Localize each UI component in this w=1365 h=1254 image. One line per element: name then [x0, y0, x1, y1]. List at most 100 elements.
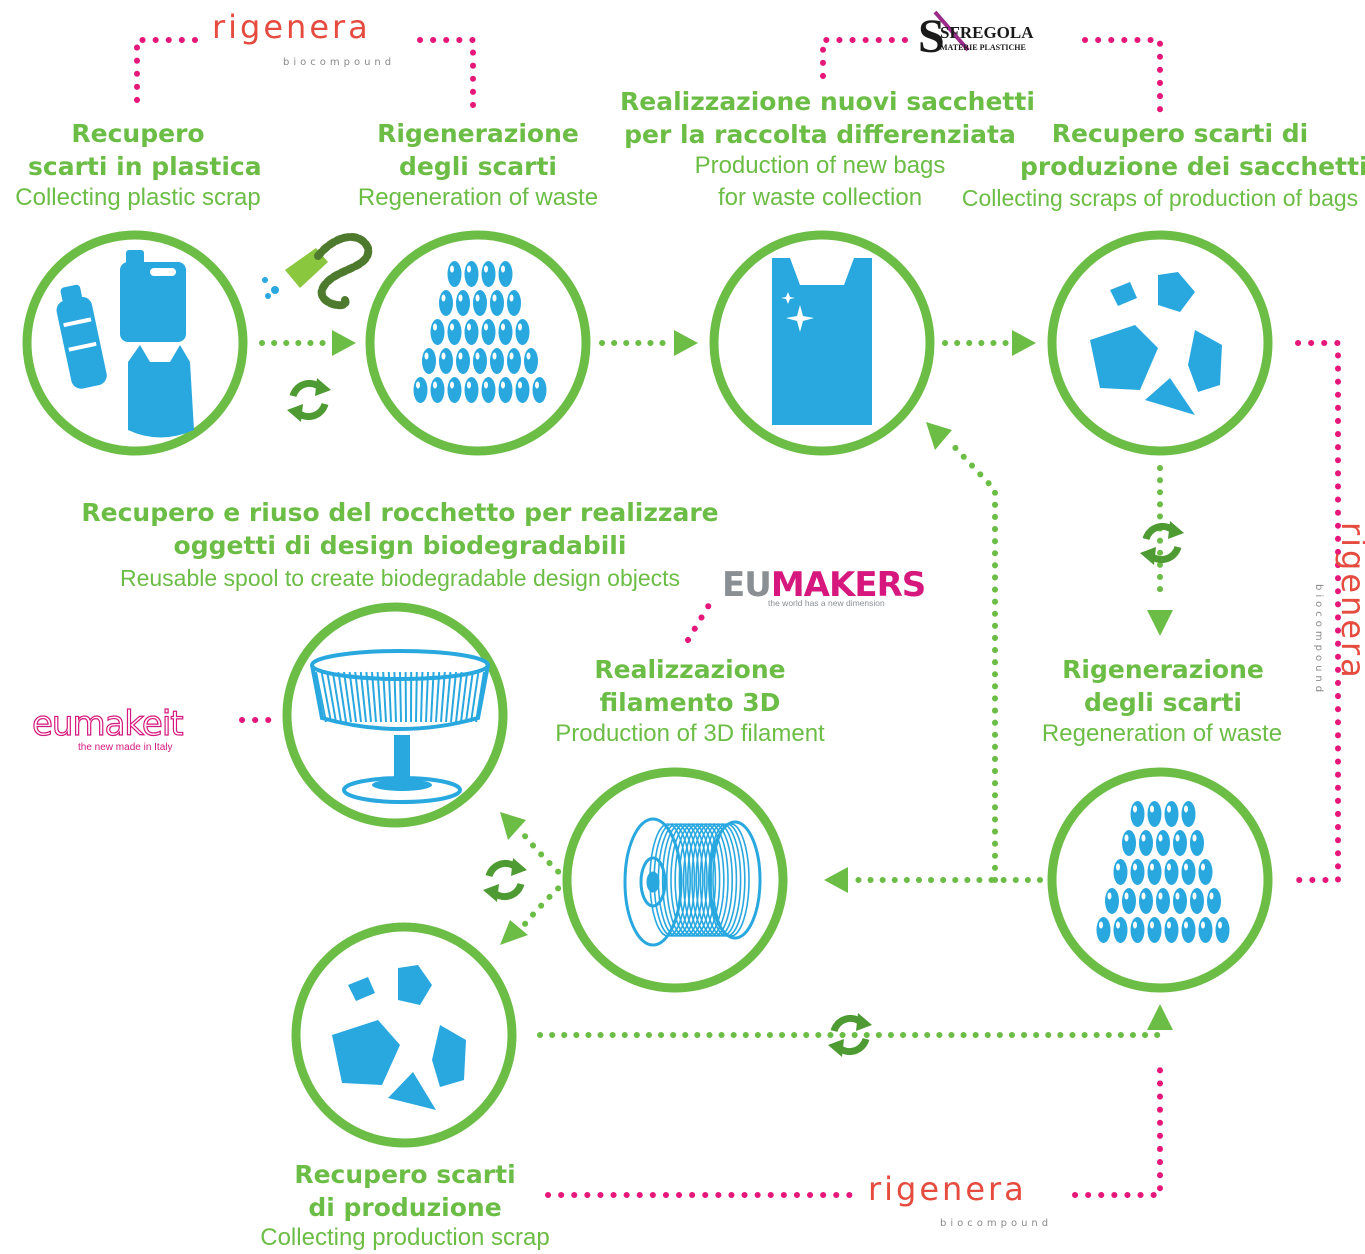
lamp-stripe: [450, 671, 457, 723]
lamp-stripe: [359, 671, 367, 723]
svg-text:biocompound: biocompound: [940, 1218, 1052, 1229]
pellet: [524, 348, 538, 374]
pellet: [447, 261, 462, 287]
pellet: [1207, 888, 1221, 914]
stage-subtitle-regen-right: Regeneration of waste: [1041, 720, 1283, 747]
lamp-stripe: [460, 671, 469, 723]
pellet: [413, 377, 428, 403]
pellet: [515, 377, 530, 403]
plastic-bottle-icon: [56, 284, 107, 389]
spool-coil: [699, 823, 738, 937]
pellet: [447, 319, 462, 345]
lamp-stripe: [315, 671, 327, 723]
spool-coil: [703, 823, 742, 937]
recycle-arrows-icon: [483, 858, 527, 902]
pellet: [1147, 859, 1162, 885]
stage-subtitle-collect-plastic: Collecting plastic scrap: [15, 184, 261, 211]
stage-circle-regen-top: [365, 230, 591, 456]
extruder-nozzle-icon: [262, 233, 373, 310]
pellet: [1156, 830, 1170, 856]
svg-text:MATERIE PLASTICHE: MATERIE PLASTICHE: [940, 43, 1026, 52]
lamp-stripe: [371, 671, 377, 723]
plastic-shards-icon: [332, 965, 466, 1110]
connector-sfregola-right: [1082, 37, 1163, 115]
pellet: [481, 319, 496, 345]
spool-coil: [707, 823, 746, 937]
lamp-stripe: [393, 671, 397, 723]
pellet: [507, 290, 521, 316]
lamp-stripe: [343, 671, 352, 723]
svg-text:the world has a new dimension: the world has a new dimension: [768, 598, 885, 608]
pellet: [1164, 859, 1179, 885]
pellet: [1190, 888, 1204, 914]
stage-circle-collect-plastic: [22, 230, 248, 456]
stage-circle-production-scrap: [291, 922, 517, 1148]
arrow-regen-to-bags-up: [945, 437, 998, 883]
sfregola-logo: S SFREGOLA MATERIE PLASTICHE: [918, 10, 1034, 63]
spool-coil: [695, 823, 734, 937]
lamp-stripe: [440, 671, 446, 723]
svg-text:biocompound: biocompound: [283, 57, 395, 68]
pellet: [481, 377, 496, 403]
lamp-stripe: [435, 671, 441, 723]
spool-coil: [657, 823, 696, 937]
spool-coil: [670, 823, 708, 937]
lamp-stripe: [376, 671, 382, 723]
pellet: [1181, 859, 1196, 885]
pellet: [1139, 830, 1153, 856]
lamp-stripe: [382, 671, 387, 723]
partner-connectors: [134, 37, 1341, 1198]
stage-title-production-scrap: Recupero scarti di produzione: [294, 1160, 516, 1222]
pellet: [1130, 801, 1145, 827]
rigenera-logo-bottom: rigenera biocompound: [868, 1170, 1052, 1229]
connector-sfregola-left: [820, 37, 908, 81]
spool-coil: [682, 823, 721, 937]
stage-title-spool-reuse: Recupero e riuso del rocchetto per reali…: [81, 498, 719, 560]
pellet: [1113, 917, 1128, 943]
pellet: [490, 348, 504, 374]
lamp-icon: [310, 649, 490, 804]
pellet: [1122, 888, 1136, 914]
pellet: [1147, 801, 1162, 827]
spool-coil: [674, 823, 713, 937]
lamp-stripe: [420, 671, 424, 723]
lamp-stripe: [415, 671, 418, 723]
pellet: [1105, 888, 1119, 914]
pellet: [1215, 917, 1230, 943]
pellet: [1156, 888, 1170, 914]
stage-subtitle-bag-scraps: Collecting scraps of production of bags: [961, 185, 1359, 211]
svg-text:biocompound: biocompound: [1313, 584, 1324, 696]
lamp-stripe: [470, 671, 480, 723]
spool-coil: [653, 823, 692, 937]
svg-text:rigenera: rigenera: [212, 8, 371, 46]
stage-title-bag-scraps: Recupero scarti di produzione dei sacche…: [1020, 119, 1365, 181]
pellet: [439, 290, 453, 316]
pellet: [456, 348, 470, 374]
pellet: [1173, 888, 1187, 914]
stage-title-filament: Realizzazione filamento 3D: [594, 655, 786, 717]
spool-coil: [661, 823, 700, 937]
pellet: [1130, 859, 1145, 885]
stage-subtitle-new-bags: Production of new bags for waste collect…: [694, 152, 946, 211]
pellet: [430, 319, 445, 345]
lamp-stripe: [337, 671, 347, 723]
spool-coil: [678, 823, 717, 937]
pellet: [439, 348, 453, 374]
stage-subtitle-spool-reuse: Reusable spool to create biodegradable d…: [119, 565, 681, 591]
rigenera-logo-vertical: rigenera biocompound: [1313, 522, 1365, 696]
lamp-stripe: [465, 671, 474, 723]
svg-text:EUMAKERS: EUMAKERS: [722, 565, 925, 605]
lamp-stripe: [430, 671, 435, 723]
pellet: [481, 261, 496, 287]
eumakeit-logo: eumakeit the new made in Italy: [31, 703, 184, 753]
pellet: [464, 261, 479, 287]
spool-coil: [686, 823, 725, 937]
pellet: [1181, 917, 1196, 943]
lamp-stripe: [475, 671, 485, 723]
pellet: [498, 261, 513, 287]
arrow-filament-to-scrap: [517, 877, 570, 933]
lamp-stripe: [326, 671, 337, 723]
flow-arrows: [259, 340, 1163, 1038]
stage-title-regen-top: Rigenerazione degli scarti: [377, 119, 579, 181]
